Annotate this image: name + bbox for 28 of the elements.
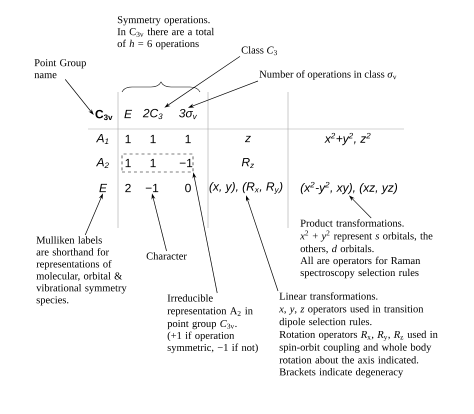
row-label: A$_{1}$ (96, 134, 108, 144)
point-group-cell: C$_{3v}$ (96, 110, 112, 120)
annotation-text: Mulliken labels are shorthand for representations of molecular, orbital & vibrational symmetry species. (36, 236, 127, 306)
annotation-text: Irreducible representation A$_{2}$ in point group C$_{3v}$. (+1 if operation symmetric, −1 if not) (167, 294, 258, 354)
column-header: 3σ$_{v}$ (179, 108, 198, 120)
table-cell: −1 (180, 158, 192, 168)
table-cell: (x, y), (R$_{x}$, R$_{y}$) (210, 182, 282, 194)
annotation-text: Character (146, 252, 187, 260)
annotation-text: Point Group name (34, 59, 86, 78)
annotation-text: Symmetry operations. In C$_{3v}$ there are a total of h = 6 operations (118, 16, 214, 50)
annotation-text: Class C$_{3}$ (242, 46, 277, 56)
row-label: E (99, 184, 108, 192)
table-cell: 2 (125, 184, 131, 192)
table-cell: −1 (146, 184, 158, 192)
dashed-box (122, 154, 194, 172)
row-label: A$_{2}$ (96, 158, 109, 168)
annotation-text: Number of operations in class σ$_{v}$ (260, 70, 396, 80)
annotation-text: Linear transformations. x, y, z operators used in transition dipole selection rules. Rotation operators R$_{x}$, R$_{y}$, R$_{z}$ used in spin-orbit coupling and whole body rotation about the axis indicated. Brackets indicate degeneracy (279, 292, 438, 378)
column-header: 2C$_{3}$ (142, 108, 163, 120)
table-cell: R$_{z}$ (242, 158, 254, 168)
table-cell: x$^{2}$+y$^{2}$, z$^{2}$ (324, 132, 371, 146)
column-header: E (124, 110, 132, 118)
table-cell: 1 (150, 158, 156, 168)
table-cell: (x$^{2}$-y$^{2}$, xy), (xz, yz) (300, 182, 398, 194)
annotation-text: Product transformations. x$^{2}$ + y$^{2}$ represent s orbitals, the others, d orbitals. All are operators for Raman spectroscopy selection rules (300, 219, 432, 278)
table-cell: 0 (185, 184, 191, 192)
table-cell: 1 (126, 158, 131, 168)
table-cell: z (244, 136, 251, 142)
